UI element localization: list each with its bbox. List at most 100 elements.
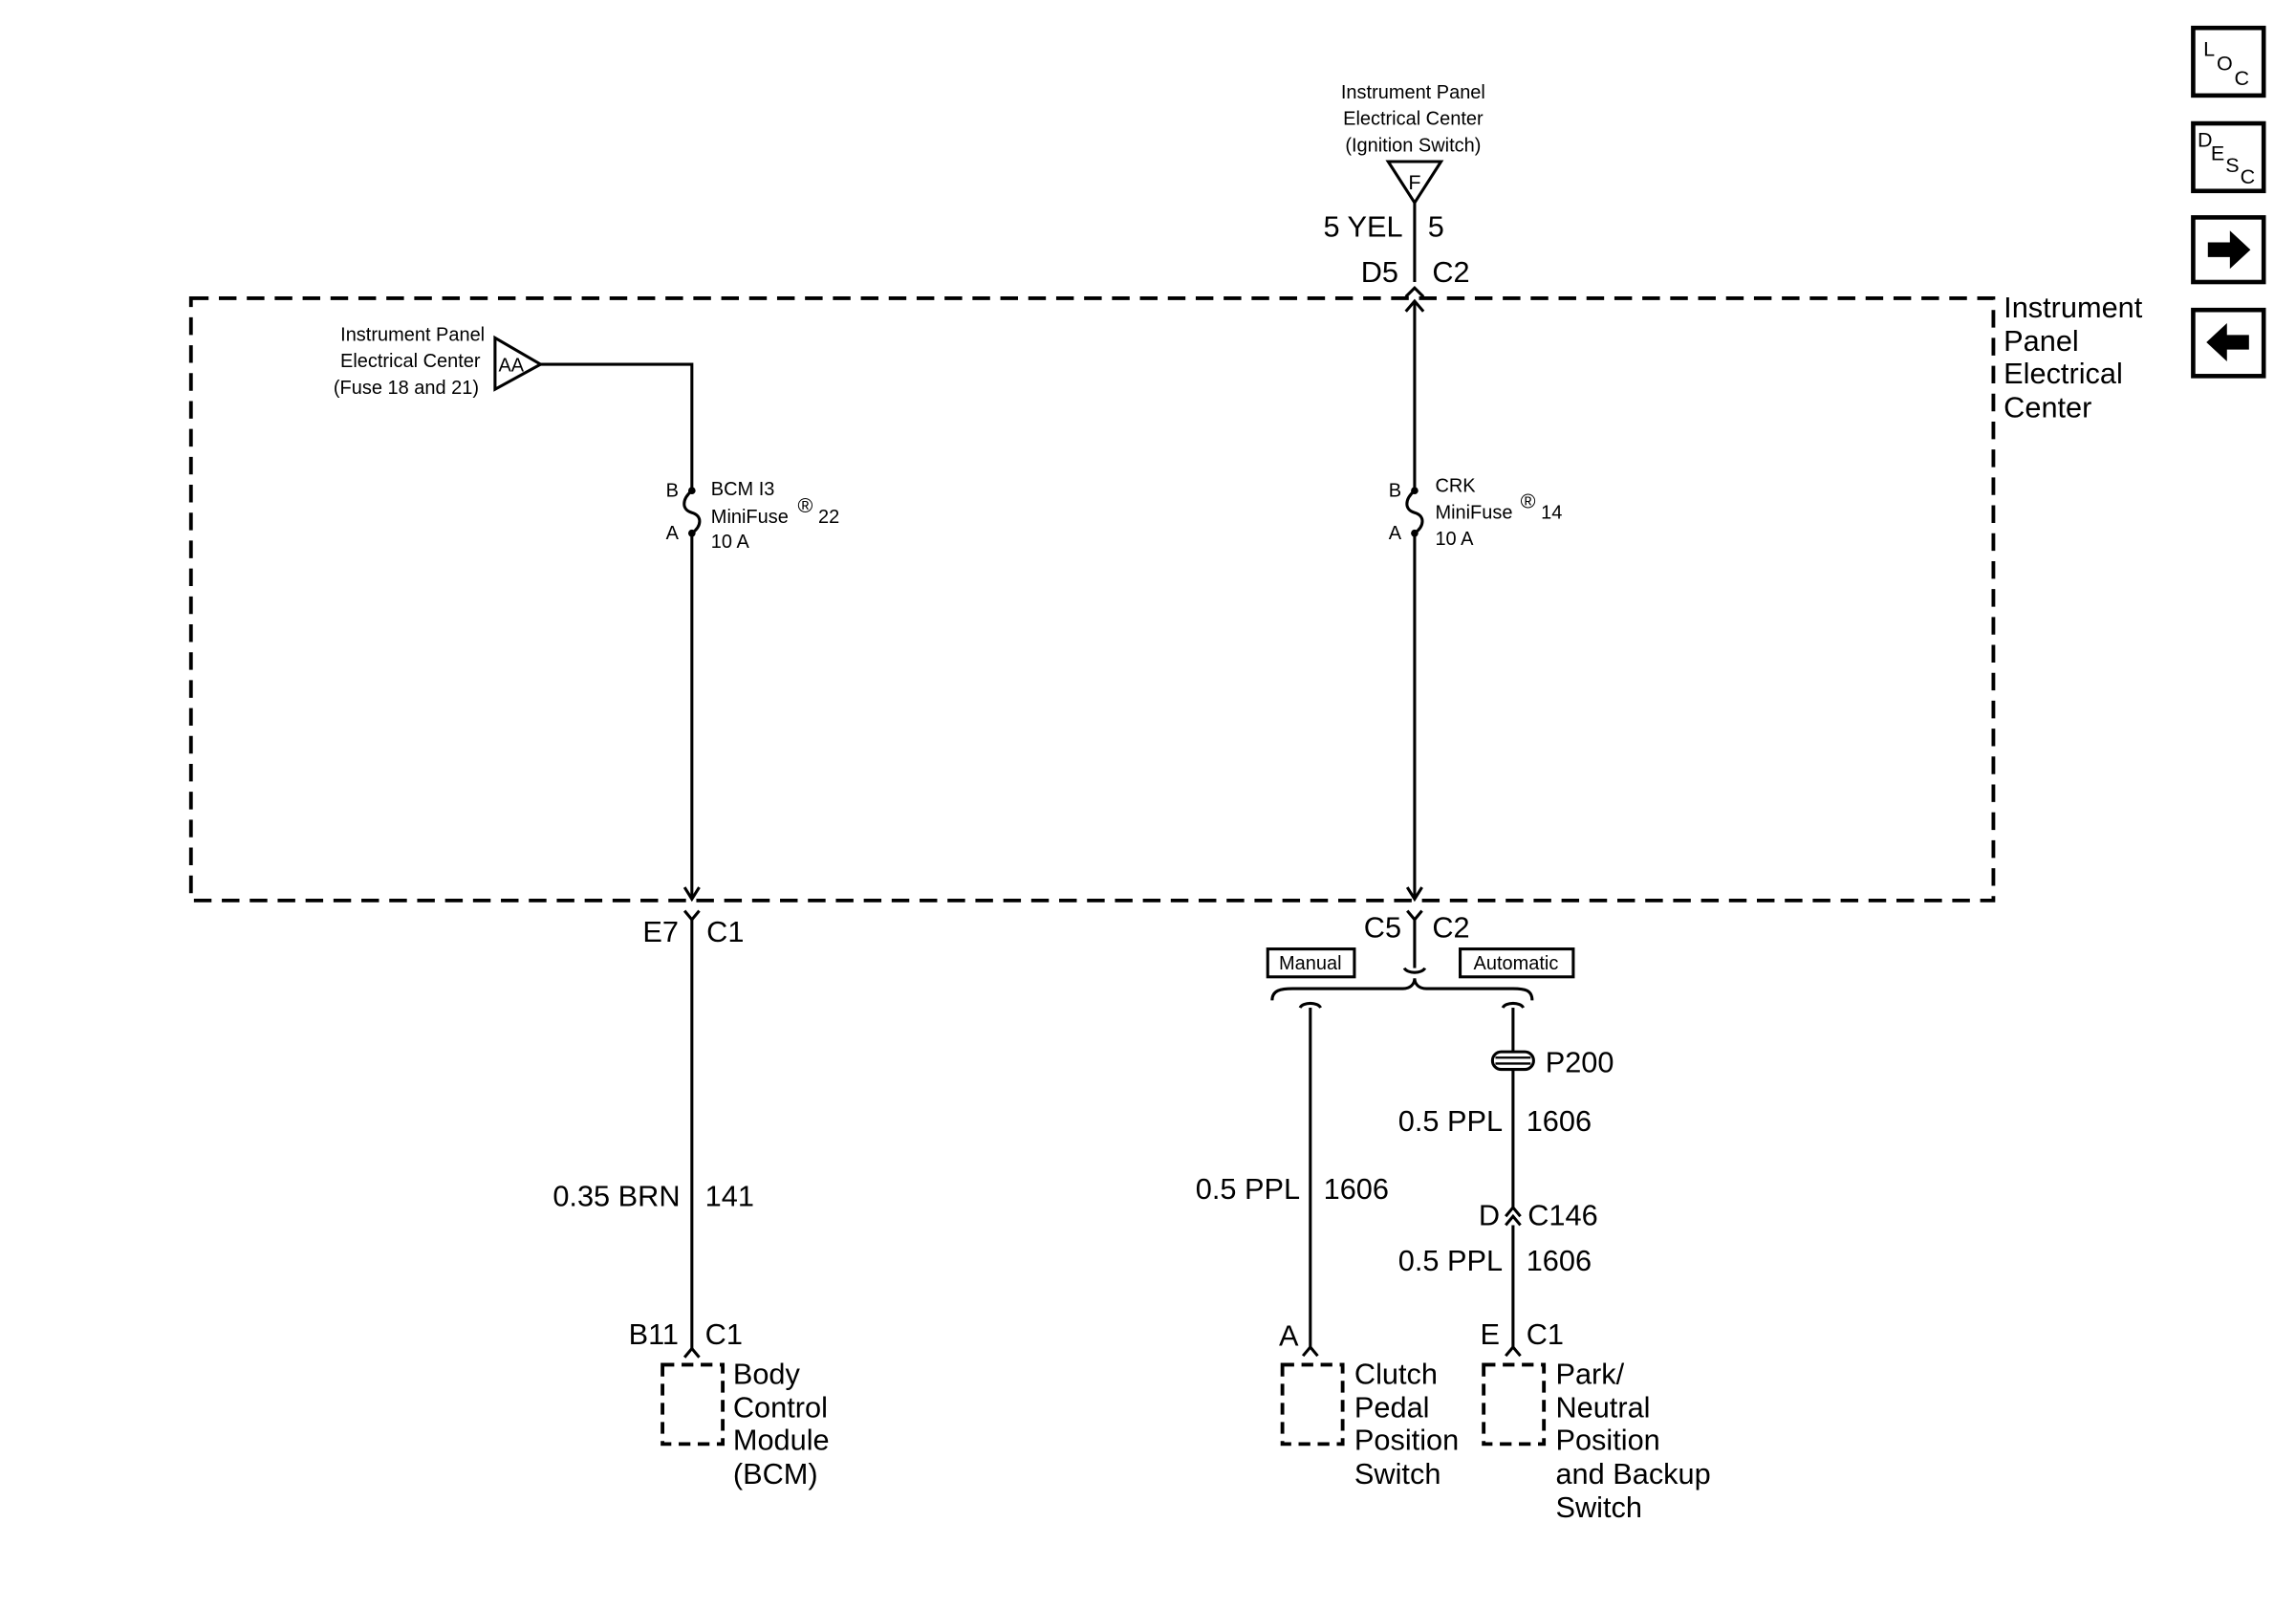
desc-letter-2: E <box>2211 141 2224 164</box>
option-manual-label: Manual <box>1279 953 1342 974</box>
fuse-source-triangle <box>493 335 544 392</box>
wire-clutch-circuit: 1606 <box>1324 1172 1389 1206</box>
ipec-label-line2: Panel <box>2004 324 2079 358</box>
conn-pnp-pin: E <box>1481 1317 1501 1351</box>
conn-c146-symbol <box>1505 1205 1522 1227</box>
wire-top-gauge-color: 5 YEL <box>1323 209 1402 243</box>
conn-top-pin: D5 <box>1361 255 1398 289</box>
arrow-right-icon <box>2207 230 2251 270</box>
component-pnp-line1: Park/ <box>1555 1357 1624 1390</box>
fuse-crk-element <box>1405 490 1424 534</box>
fuse-source-symbol: AA <box>498 356 524 377</box>
splice-p200-label: P200 <box>1546 1046 1614 1079</box>
fuse-crk-type: MiniFuse <box>1435 502 1512 523</box>
option-brace <box>1270 978 1534 1001</box>
prev-button[interactable] <box>2191 307 2266 379</box>
fuse-bcm-pin-b: B <box>666 480 679 501</box>
fuse-crk-pin-b: B <box>1389 480 1401 501</box>
conn-bcm-symbol <box>682 1346 701 1359</box>
desc-letter-4: C <box>2241 165 2256 188</box>
fuse-source-line2: Electrical Center <box>340 351 481 372</box>
option-manual-break <box>1298 1001 1322 1010</box>
loc-button[interactable]: L O C <box>2191 25 2266 98</box>
component-bcm-line1: Body <box>733 1357 801 1390</box>
component-bcm-line3: Module <box>733 1424 830 1457</box>
conn-bcm-pin: B11 <box>629 1317 679 1351</box>
fuse-bcm-rating: 10 A <box>711 532 750 553</box>
loc-letter-2: O <box>2217 53 2233 76</box>
conn-top-symbol <box>1404 285 1425 298</box>
arrow-left-icon <box>2206 323 2249 361</box>
next-button[interactable] <box>2191 215 2266 285</box>
fuse-bcm-pin-a: A <box>666 523 680 544</box>
component-pnp-line2: Neutral <box>1555 1391 1650 1425</box>
component-clutch-label: Clutch Pedal Position Switch <box>1354 1357 1459 1490</box>
conn-pnp-connector: C1 <box>1527 1317 1564 1351</box>
conn-top-connector: C2 <box>1432 255 1469 289</box>
conn-c146-connector: C146 <box>1527 1198 1597 1231</box>
ipec-label-line3: Electrical <box>2004 357 2123 390</box>
wire-fuse-source-feed <box>540 362 694 490</box>
option-automatic-tag <box>1459 947 1575 979</box>
arrow-bcm-down <box>682 886 701 903</box>
fuse-crk-reg: ® <box>1521 490 1536 513</box>
component-bcm-label: Body Control Module (BCM) <box>733 1357 830 1490</box>
fuse-source-label: Instrument Panel Electrical Center (Fuse… <box>334 324 485 398</box>
conn-clutch-pin: A <box>1279 1318 1299 1352</box>
desc-button[interactable]: D E S C <box>2191 120 2266 194</box>
ignition-source-line2: Electrical Center <box>1343 109 1484 130</box>
ipec-label-line1: Instrument <box>2004 291 2143 324</box>
component-bcm-box <box>661 1362 726 1447</box>
fuse-crk-number: 14 <box>1541 502 1562 523</box>
ipec-label-line4: Center <box>2004 390 2091 424</box>
component-pnp-label: Park/ Neutral Position and Backup Switch <box>1555 1357 1710 1524</box>
component-pnp-line3: Position <box>1555 1424 1659 1457</box>
conn-clutch-symbol <box>1301 1344 1319 1358</box>
option-automatic-break <box>1501 1001 1526 1010</box>
component-clutch-box <box>1280 1362 1345 1447</box>
option-automatic-label: Automatic <box>1474 953 1559 974</box>
conn-c146-pin: D <box>1479 1198 1500 1231</box>
fuse-crk-rating: 10 A <box>1435 529 1474 550</box>
component-pnp-box <box>1482 1362 1547 1447</box>
wire-auto-upper-circuit: 1606 <box>1527 1104 1592 1138</box>
component-clutch-line4: Switch <box>1354 1457 1440 1490</box>
ignition-source-triangle <box>1385 160 1444 206</box>
wire-top-circuit: 5 <box>1428 209 1444 243</box>
fuse-bcm-name: BCM I3 <box>711 479 775 500</box>
ignition-source-line3: (Ignition Switch) <box>1345 135 1481 156</box>
description-icon: D E S C <box>2198 129 2255 188</box>
wire-bcm-gauge-color: 0.35 BRN <box>552 1179 680 1212</box>
fuse-bcm: B A BCM I3 MiniFuse ® 22 10 A <box>666 479 840 553</box>
conn-right-connector: C2 <box>1432 910 1469 944</box>
splice-p200-symbol <box>1490 1050 1535 1072</box>
component-clutch-line2: Pedal <box>1354 1391 1430 1425</box>
ignition-source-symbol: F <box>1408 171 1420 194</box>
fuse-crk-pin-a: A <box>1389 523 1402 544</box>
fuse-crk-name: CRK <box>1435 476 1476 497</box>
fuse-crk: B A CRK MiniFuse ® 14 10 A <box>1389 476 1563 550</box>
fuse-bcm-number: 22 <box>818 507 839 528</box>
wire-auto-lower-circuit: 1606 <box>1527 1244 1592 1277</box>
component-bcm-line2: Control <box>733 1391 828 1425</box>
conn-right-symbol <box>1406 909 1423 923</box>
component-bcm-line4: (BCM) <box>733 1457 818 1490</box>
wire-clutch-gauge-color: 0.5 PPL <box>1196 1172 1300 1206</box>
fuse-source-line1: Instrument Panel <box>340 324 485 345</box>
loc-letter-3: C <box>2234 67 2249 90</box>
ignition-source-line1: Instrument Panel <box>1341 82 1485 103</box>
fuse-source-line3: (Fuse 18 and 21) <box>334 378 479 399</box>
component-pnp-line5: Switch <box>1555 1490 1641 1524</box>
ignition-source-label: Instrument Panel Electrical Center (Igni… <box>1341 82 1485 156</box>
conn-left-connector: C1 <box>706 915 744 948</box>
option-break-top <box>1402 967 1427 974</box>
conn-pnp-symbol <box>1505 1344 1522 1358</box>
wire-bcm-circuit: 141 <box>705 1179 754 1212</box>
component-clutch-line3: Position <box>1354 1424 1459 1457</box>
location-icon: L O C <box>2203 37 2249 90</box>
desc-letter-1: D <box>2198 129 2213 152</box>
ipec-boundary <box>188 295 1996 903</box>
ipec-label: Instrument Panel Electrical Center <box>2004 291 2143 424</box>
loc-letter-1: L <box>2203 37 2215 60</box>
